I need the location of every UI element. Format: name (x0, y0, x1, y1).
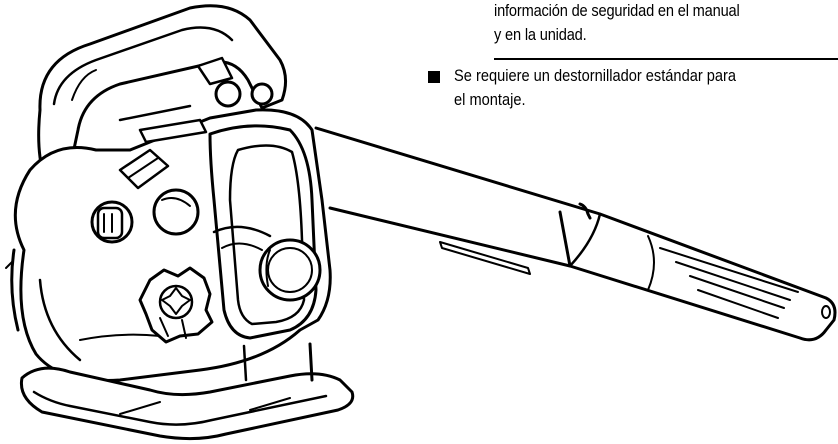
square-bullet-icon (428, 71, 440, 83)
engine-housing (5, 108, 332, 382)
section-divider (494, 58, 838, 60)
base-plate (19, 342, 355, 441)
assembly-note-line-2: el montaje. (454, 90, 526, 109)
blower-tube (314, 126, 837, 342)
engine-details (90, 56, 274, 244)
assembly-note-line-1: Se requiere un destornillador estándar p… (454, 66, 737, 85)
safety-note-line-1: información de seguridad en el manual (494, 1, 740, 20)
assembly-note: Se requiere un destornillador estándar p… (454, 64, 838, 112)
fuel-cap (138, 266, 214, 344)
safety-note-line-2: y en la unidad. (494, 25, 587, 44)
